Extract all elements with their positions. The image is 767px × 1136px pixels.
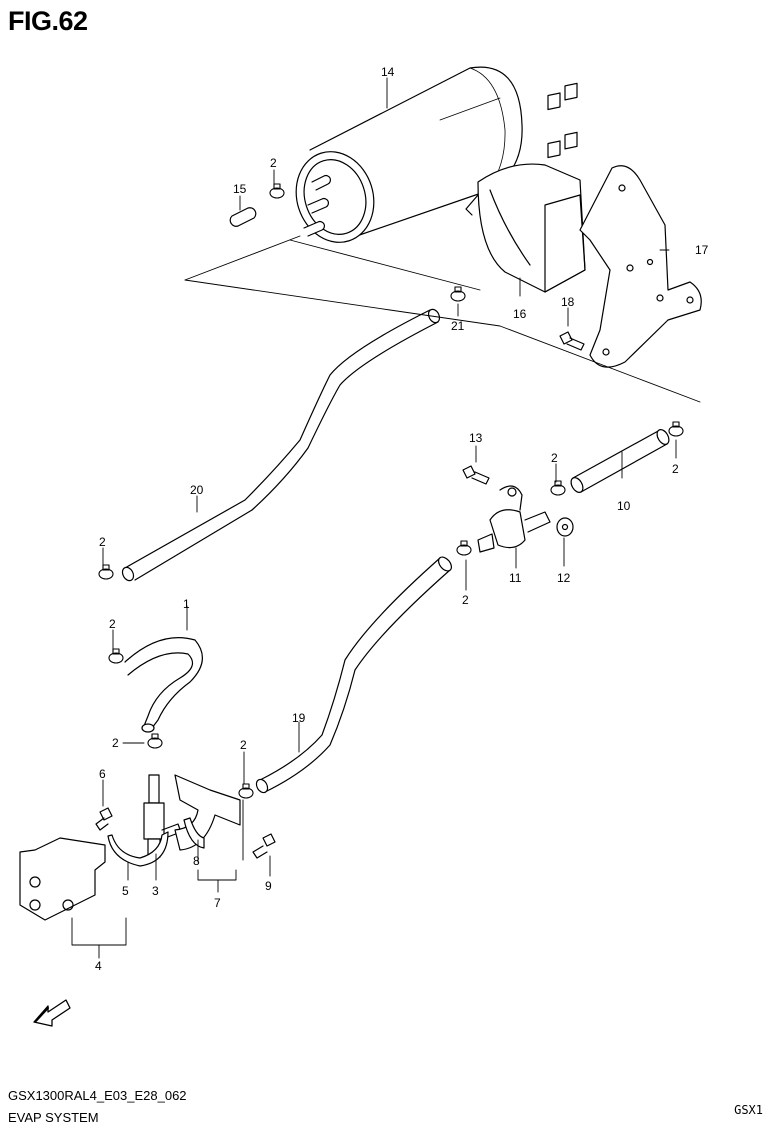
hose-20 <box>121 308 441 582</box>
bolt-9 <box>252 833 276 859</box>
figure-title: FIG.62 <box>8 6 88 36</box>
bracket-7 <box>174 774 241 851</box>
callout-9: 9 <box>265 879 272 893</box>
callout-8: 8 <box>193 854 200 868</box>
callout-11: 11 <box>509 571 522 585</box>
clamps <box>98 183 684 799</box>
callout-1: 1 <box>183 597 190 611</box>
valve-bolt <box>462 465 490 485</box>
callout-7: 7 <box>214 896 221 910</box>
callout-2-valve3: 2 <box>112 736 119 750</box>
callout-3: 3 <box>152 884 159 898</box>
callout-2-canister: 2 <box>270 156 277 170</box>
callout-14: 14 <box>381 65 395 79</box>
hose-1 <box>124 637 203 733</box>
callout-12: 12 <box>557 571 571 585</box>
cap <box>229 207 257 227</box>
clip-8 <box>183 817 205 849</box>
canister-holder <box>465 82 586 293</box>
hose-10 <box>570 429 670 493</box>
corner-code: GSX1 <box>734 1103 763 1117</box>
callout-5: 5 <box>122 884 129 898</box>
section-title: EVAP SYSTEM <box>8 1110 99 1125</box>
valve-washer <box>556 517 574 537</box>
hose-19 <box>255 556 453 794</box>
front-arrow-icon <box>33 999 71 1027</box>
leader-lines <box>71 77 701 959</box>
callout-15: 15 <box>233 182 247 196</box>
callout-21: 21 <box>451 319 465 333</box>
purge-valve <box>477 485 551 553</box>
canister-nipples <box>303 174 332 237</box>
callout-2-hose1: 2 <box>109 617 116 631</box>
canister-bracket <box>579 165 702 368</box>
callout-4: 4 <box>95 959 102 973</box>
callout-6: 6 <box>99 767 106 781</box>
callout-13: 13 <box>469 431 483 445</box>
callout-2-hose19: 2 <box>240 738 247 752</box>
callout-19: 19 <box>292 711 306 725</box>
model-code: GSX1300RAL4_E03_E28_062 <box>8 1088 187 1103</box>
callout-2-hose10-right: 2 <box>672 462 679 476</box>
callout-labels: 14 2 15 16 17 18 21 2 13 2 10 20 11 12 2… <box>95 65 709 973</box>
callout-2-valve-bottom: 2 <box>462 593 469 607</box>
bracket-bolt <box>559 331 585 351</box>
bolt-6 <box>95 807 113 831</box>
callout-18: 18 <box>561 295 575 309</box>
callout-10: 10 <box>617 499 631 513</box>
callout-16: 16 <box>513 307 527 321</box>
callout-20: 20 <box>190 483 204 497</box>
callout-2-valve-top: 2 <box>551 451 558 465</box>
bracket-4 <box>19 837 106 921</box>
clamp-bracket-5 <box>107 831 169 867</box>
callout-17: 17 <box>695 243 709 257</box>
callout-2-hose20: 2 <box>99 535 106 549</box>
